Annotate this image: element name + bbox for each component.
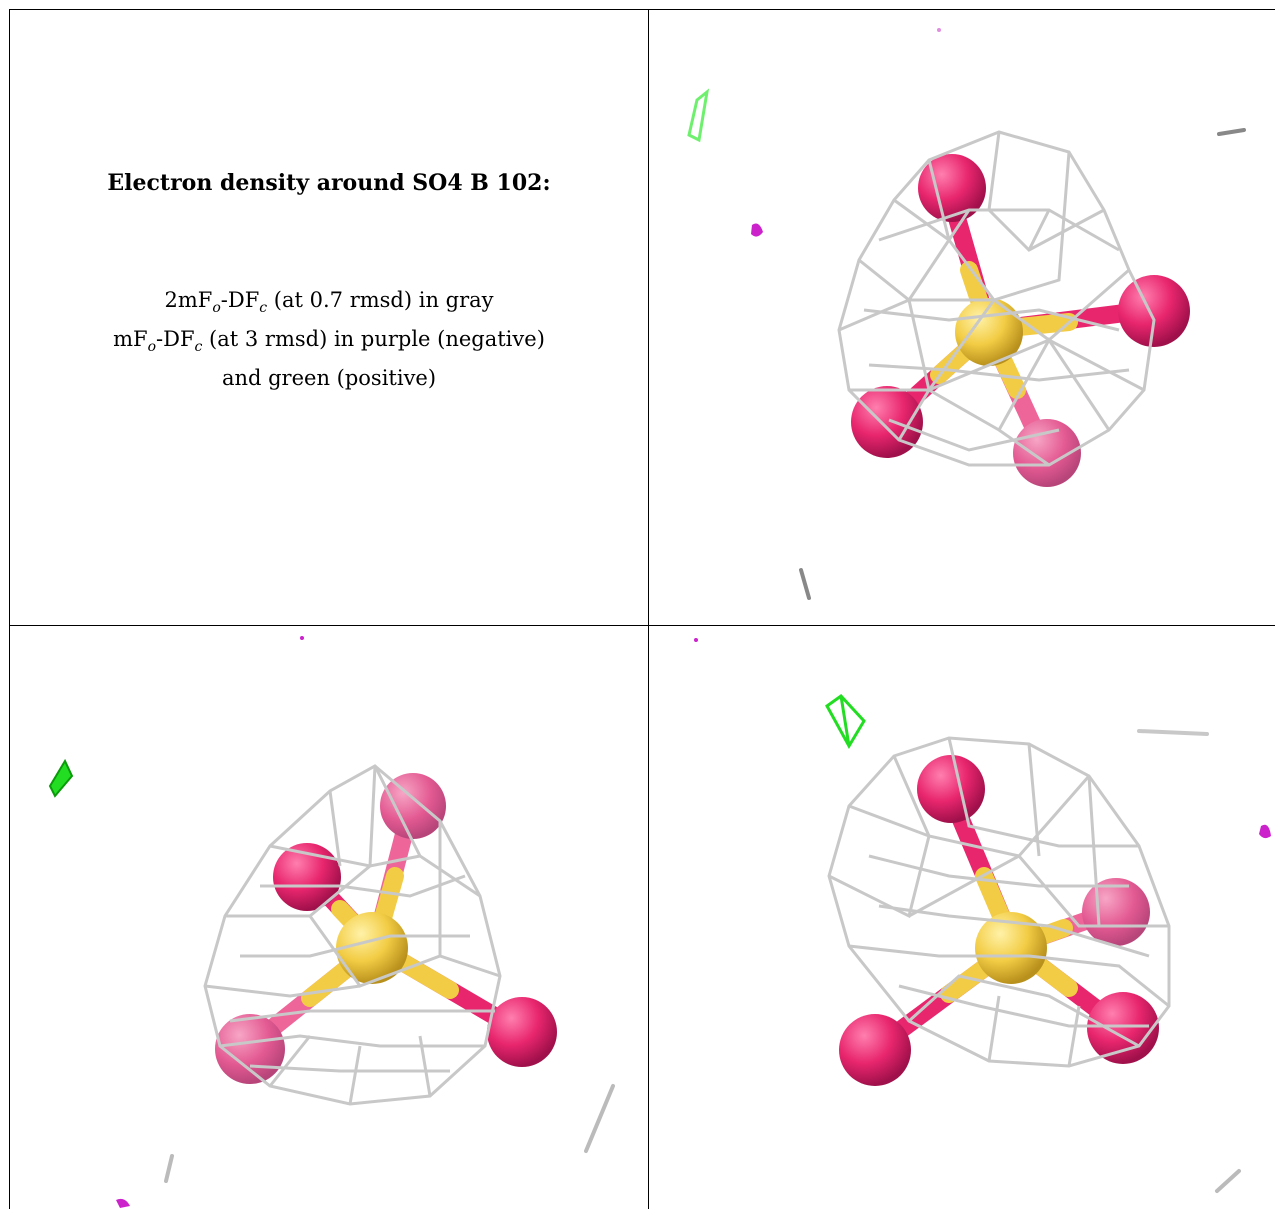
negative-density-dot [300, 636, 304, 640]
figure-title: Electron density around SO4 B 102: [107, 170, 551, 196]
negative-density-blob [1259, 824, 1271, 839]
figure-grid: Electron density around SO4 B 102: 2mFo-… [9, 9, 1275, 1209]
density-view-2 [10, 626, 648, 1209]
grid-border-left [9, 9, 10, 1209]
oxygen-atom [918, 154, 986, 222]
figure-legend: 2mFo-DFc (at 0.7 rmsd) in gray mFo-DFc (… [10, 285, 648, 394]
density-mesh-gray [837, 130, 1156, 467]
legend-line-fofc: mFo-DFc (at 3 rmsd) in purple (negative) [113, 327, 545, 356]
density-mesh-gray [203, 764, 502, 1106]
gray-fragment [1137, 729, 1209, 736]
oxygen-atom [1087, 992, 1159, 1064]
sulfur-atom [975, 912, 1047, 984]
grid-border-top [9, 9, 1275, 10]
negative-density-blob [751, 223, 763, 237]
oxygen-atom [273, 843, 341, 911]
negative-density-dot [694, 638, 698, 642]
density-view-1 [649, 10, 1275, 625]
grid-divider-vertical [648, 9, 649, 1209]
caption-cell: Electron density around SO4 B 102: 2mFo-… [10, 10, 648, 625]
gray-fragment [584, 1084, 615, 1153]
molecule-render-2 [48, 636, 615, 1208]
positive-density-blob [48, 758, 74, 798]
positive-density-blob [825, 694, 866, 750]
oxygen-atom [1118, 275, 1190, 347]
gray-fragment [799, 568, 811, 600]
density-view-3 [649, 626, 1275, 1209]
density-mesh-gray [827, 736, 1171, 1068]
sulfur-atom [336, 912, 408, 984]
oxygen-atom [1082, 878, 1150, 946]
positive-density-blob [687, 88, 710, 143]
legend-line-colors: and green (positive) [221, 366, 437, 391]
molecule-render-1 [687, 28, 1246, 600]
oxygen-atom [839, 1014, 911, 1086]
negative-density-dot [937, 28, 941, 32]
negative-density-blob [116, 1198, 130, 1208]
legend-line-2fofc: 2mFo-DFc (at 0.7 rmsd) in gray [164, 288, 494, 317]
oxygen-atom [917, 755, 985, 823]
oxygen-atom [851, 386, 923, 458]
gray-fragment [164, 1154, 174, 1183]
molecule-render-3 [694, 638, 1271, 1193]
oxygen-atom [487, 997, 557, 1067]
gray-fragment [1217, 128, 1246, 136]
gray-fragment [1215, 1169, 1241, 1193]
grid-divider-horizontal [9, 625, 1275, 626]
oxygen-atom [380, 773, 446, 839]
